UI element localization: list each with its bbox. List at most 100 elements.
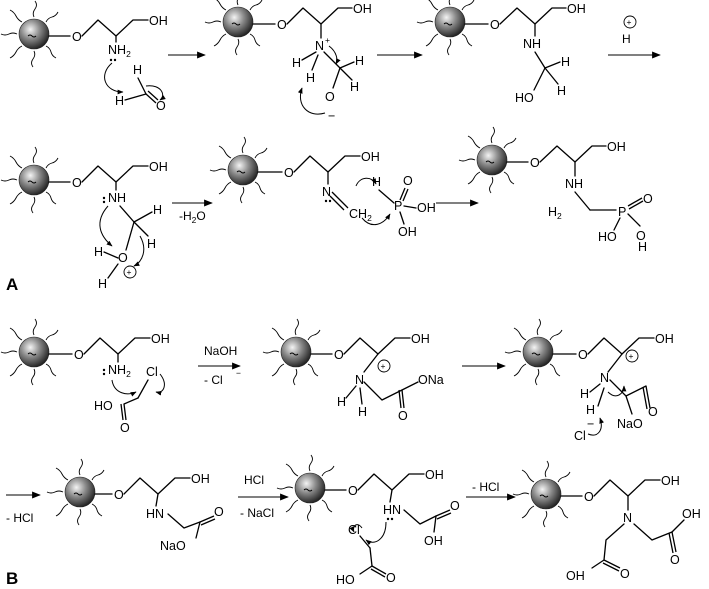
- structure-b1: O OH NH2 Cl HO O: [0, 318, 170, 435]
- atom-label: N: [600, 371, 609, 385]
- resin-bead-icon: [209, 136, 268, 204]
- row-b2: - HCl O OH HN O NaO HCl - NaCl O OH HN: [6, 454, 701, 587]
- atom-label: O: [620, 567, 630, 581]
- atom-label: OH: [567, 2, 586, 16]
- atom-label: HO: [336, 573, 355, 587]
- condition-minus-hcl-1: - HCl: [6, 511, 33, 525]
- atom-label: H: [372, 175, 381, 189]
- atom-label: NaO: [617, 417, 643, 431]
- atom-label: O: [530, 156, 540, 170]
- condition-naoh: NaOH: [204, 344, 237, 358]
- resin-bead-icon: [416, 0, 475, 56]
- atom-label: H: [115, 94, 124, 108]
- atom-label: H: [147, 237, 156, 251]
- charge-minus: −: [587, 417, 594, 431]
- atom-label: H: [561, 55, 570, 69]
- atom-label: O: [156, 99, 166, 113]
- row-a2: O OH NH H H O H H + -H2O O: [0, 126, 653, 291]
- atom-label: OH: [655, 332, 674, 346]
- atom-label: H: [355, 54, 364, 68]
- structure-b2: O OH + N H H ONa O: [262, 318, 444, 423]
- charge-plus: +: [629, 351, 634, 361]
- atom-label: CH2: [349, 207, 372, 223]
- resin-bead-icon: [0, 146, 59, 214]
- atom-label: NaO: [160, 539, 186, 553]
- charge-plus: +: [127, 267, 132, 277]
- atom-label: O: [277, 18, 287, 32]
- structure-b5: O OH HN O OH Cl O HO: [276, 454, 460, 587]
- atom-label: OH: [191, 472, 210, 486]
- atom-label: O: [578, 348, 588, 362]
- charge-plus: +: [381, 361, 386, 371]
- atom-label: O: [584, 490, 594, 504]
- atom-label: NH2: [108, 363, 131, 379]
- atom-label: O: [72, 176, 82, 190]
- atom-label: O: [334, 348, 344, 362]
- row-b1: O OH NH2 Cl HO O NaOH - Cl − O OH +: [0, 318, 674, 443]
- atom-label: O: [403, 174, 413, 188]
- structure-a5: O OH N CH2 H P O OH OH: [209, 136, 436, 239]
- atom-label: OH: [411, 332, 430, 346]
- atom-label: H: [350, 80, 359, 94]
- atom-label: O: [386, 571, 396, 585]
- structure-a4: O OH NH H H O H H +: [0, 146, 168, 291]
- atom-label: O: [214, 505, 224, 519]
- atom-label: O: [72, 30, 82, 44]
- structure-a3: O OH NH H H HO: [416, 0, 586, 105]
- atom-label: H: [638, 240, 647, 254]
- atom-label: O: [348, 484, 358, 498]
- atom-label: OH: [353, 2, 372, 16]
- atom-label: NH: [108, 191, 126, 205]
- atom-label: N: [623, 511, 632, 525]
- resin-bead-icon: [46, 458, 105, 526]
- atom-label: OH: [151, 332, 170, 346]
- atom-label: O: [648, 405, 658, 419]
- condition-acid: H: [622, 32, 631, 46]
- atom-label: H: [337, 395, 346, 409]
- atom-label: H: [292, 56, 301, 70]
- atom-label: H: [586, 403, 595, 417]
- atom-label: N: [322, 185, 331, 199]
- structure-a1: O OH NH2 H H O: [0, 0, 168, 113]
- atom-label: OH: [661, 474, 680, 488]
- charge-plus: +: [325, 35, 330, 45]
- atom-label: HN: [146, 507, 164, 521]
- atom-label: O: [643, 192, 653, 206]
- charge-minus: −: [328, 109, 335, 123]
- atom-label: H: [98, 277, 107, 291]
- atom-label: OH: [149, 160, 168, 174]
- atom-label: OH: [566, 569, 585, 583]
- structure-a6: O OH NH H2 P O O H HO: [458, 126, 653, 254]
- atom-label: P: [394, 199, 402, 213]
- atom-label: NH: [523, 37, 541, 51]
- atom-label: OH: [149, 14, 168, 28]
- atom-label: HO: [94, 399, 113, 413]
- row-a1: O OH NH2 H H O O OH N +: [0, 0, 661, 123]
- structure-a2: O OH N + H H H H O −: [204, 0, 372, 123]
- atom-label: HO: [598, 230, 617, 244]
- atom-label: H: [133, 63, 142, 77]
- atom-label: O: [74, 348, 84, 362]
- atom-label: ONa: [418, 373, 444, 387]
- atom-label: N: [355, 373, 364, 387]
- atom-label: O: [118, 251, 128, 265]
- resin-bead-icon: [504, 318, 563, 386]
- atom-label: Cl: [146, 365, 158, 379]
- atom-label: O: [284, 166, 294, 180]
- atom-label: HO: [515, 91, 534, 105]
- atom-label: O: [120, 421, 130, 435]
- atom-label: O: [398, 409, 408, 423]
- atom-label: H: [580, 387, 589, 401]
- atom-label: H: [306, 71, 315, 85]
- condition-minus-cl: - Cl: [204, 373, 223, 387]
- atom-label: H: [557, 84, 566, 98]
- charge-plus: +: [627, 17, 632, 27]
- atom-label: OH: [361, 150, 380, 164]
- atom-label: Cl: [574, 429, 586, 443]
- resin-bead-icon: [0, 318, 59, 386]
- atom-label: OH: [398, 225, 417, 239]
- atom-label: HN: [383, 503, 401, 517]
- condition-dehydration: -H2O: [179, 209, 206, 225]
- atom-label: H: [153, 203, 162, 217]
